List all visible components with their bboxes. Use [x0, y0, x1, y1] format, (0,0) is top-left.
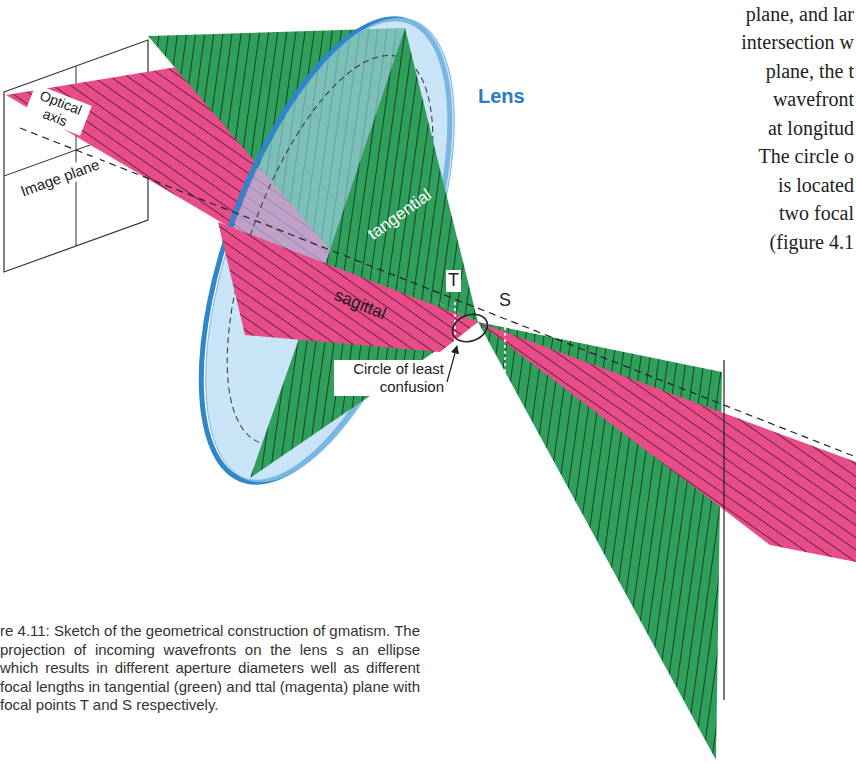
body-text-fragment: intersection w [741, 30, 854, 54]
sagittal-focus-marker [504, 321, 506, 392]
far-plane-line [723, 360, 724, 700]
callout-label: Circle of least confusion [334, 360, 446, 396]
body-text-fragment: two focal [779, 201, 854, 225]
focal-point-label: T [446, 270, 461, 292]
body-text-fragment: wavefront [773, 87, 854, 111]
focal-point-label: S [497, 290, 513, 312]
optical-axis [20, 128, 856, 457]
lens-label: Lens [478, 84, 525, 108]
lens-disc [154, 0, 505, 513]
body-text-fragment: (figure 4.1 [770, 230, 854, 254]
sagittal-plane-label: sagittal [331, 285, 389, 324]
axis-label: Optical axis [24, 84, 92, 136]
body-text-fragment: at longitud [768, 116, 854, 140]
figure-caption: re 4.11: Sketch of the geometrical const… [0, 622, 420, 715]
lens-group [150, 0, 506, 515]
sagittal-fan-refracted [218, 222, 478, 352]
sagittal-fan-diverging [478, 322, 856, 562]
plane-label: Image plane [16, 155, 103, 202]
least-confusion-circle [449, 310, 492, 347]
tangential-plane-label: tangential [364, 185, 436, 245]
leader-arrow [447, 346, 457, 382]
body-text-fragment: plane, the t [766, 59, 854, 83]
body-text-fragment: is located [778, 173, 854, 197]
body-text-fragment: plane, and lar [746, 2, 854, 26]
body-text-fragment: The circle o [759, 144, 855, 168]
